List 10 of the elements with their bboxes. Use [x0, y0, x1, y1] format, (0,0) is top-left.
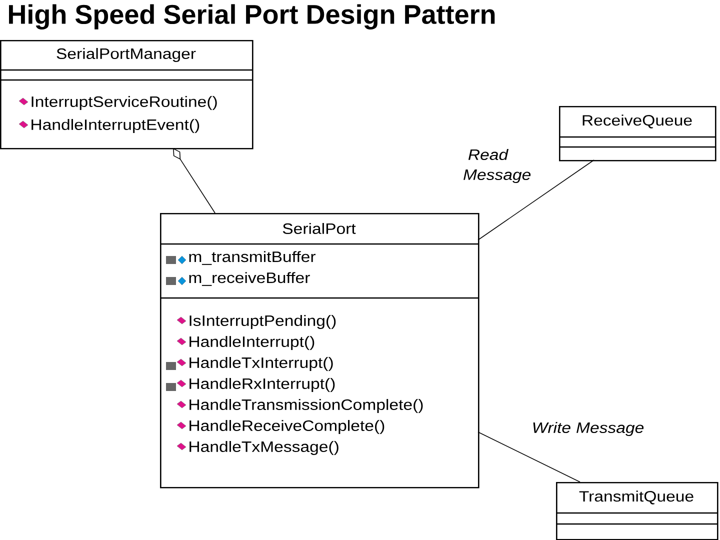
class-box: TransmitQueue [556, 482, 718, 540]
edge-label: Read Message [462, 148, 531, 184]
edge-label: Write Message [527, 421, 649, 437]
title: High Speed Serial Port Design Pattern [9, 4, 495, 30]
class-box: SerialPort m_transmitBuffer m_receiveBuffer IsInterruptPending() HandleInterrupt() HandleTxInterrupt() HandleRxInterrupt() HandleTransmissionComplete() HandleReceiveComplete() HandleTxMessage() [160, 213, 480, 488]
class-box: ReceiveQueue [559, 106, 716, 162]
connector [478, 160, 594, 240]
connector [173, 148, 216, 214]
connector [478, 432, 580, 482]
class-box: SerialPortManager InterruptServiceRoutine() HandleInterruptEvent() [0, 40, 254, 150]
